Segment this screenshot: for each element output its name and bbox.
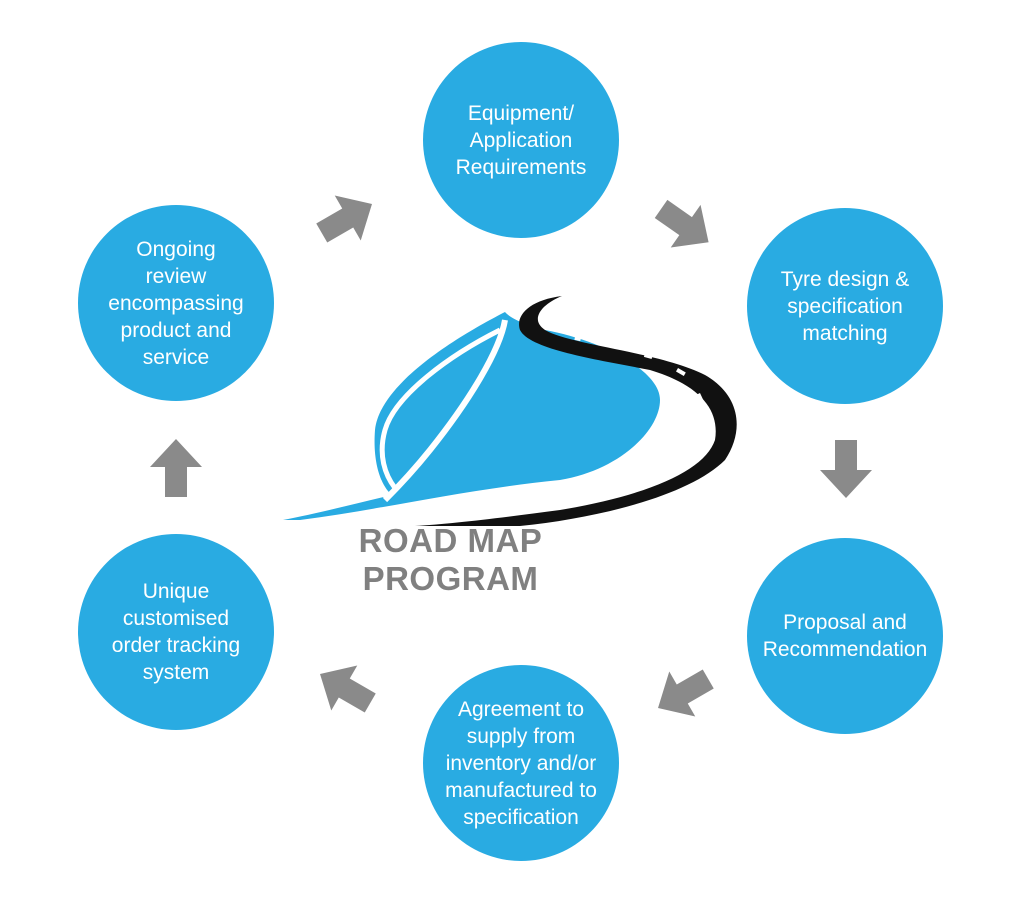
step-label: Ongoing review encompassing product and … — [108, 237, 244, 369]
step-tyre-design: Tyre design & specification matching — [747, 208, 943, 404]
leaf-shape — [283, 312, 660, 520]
logo-title: ROAD MAP PROGRAM — [358, 522, 543, 597]
arrow-3-to-4-icon — [645, 656, 722, 731]
leaf-inner — [379, 327, 502, 490]
arrow-4-to-5-icon — [307, 651, 384, 726]
step-agreement: Agreement to supply from inventory and/o… — [423, 665, 619, 861]
step-ongoing-review: Ongoing review encompassing product and … — [78, 205, 274, 401]
arrow-2-to-3-icon — [820, 440, 872, 498]
arrow-1-to-2-icon — [646, 187, 724, 264]
road-shape — [415, 296, 737, 526]
step-label: Agreement to supply from inventory and/o… — [445, 697, 597, 829]
leaf-vein — [382, 319, 508, 503]
step-label: Equipment/ Application Requirements — [455, 101, 587, 179]
step-equipment-requirements: Equipment/ Application Requirements — [423, 42, 619, 238]
step-label: Unique customised order tracking system — [111, 580, 241, 684]
arrow-5-to-6-icon — [150, 439, 202, 497]
step-proposal: Proposal and Recommendation — [747, 538, 943, 734]
step-label: Proposal and Recommendation — [762, 611, 928, 661]
arrow-6-to-1-icon — [308, 181, 385, 256]
road-dashes — [545, 337, 704, 505]
step-order-tracking: Unique customised order tracking system — [78, 534, 274, 730]
step-label: Tyre design & specification matching — [780, 267, 910, 345]
